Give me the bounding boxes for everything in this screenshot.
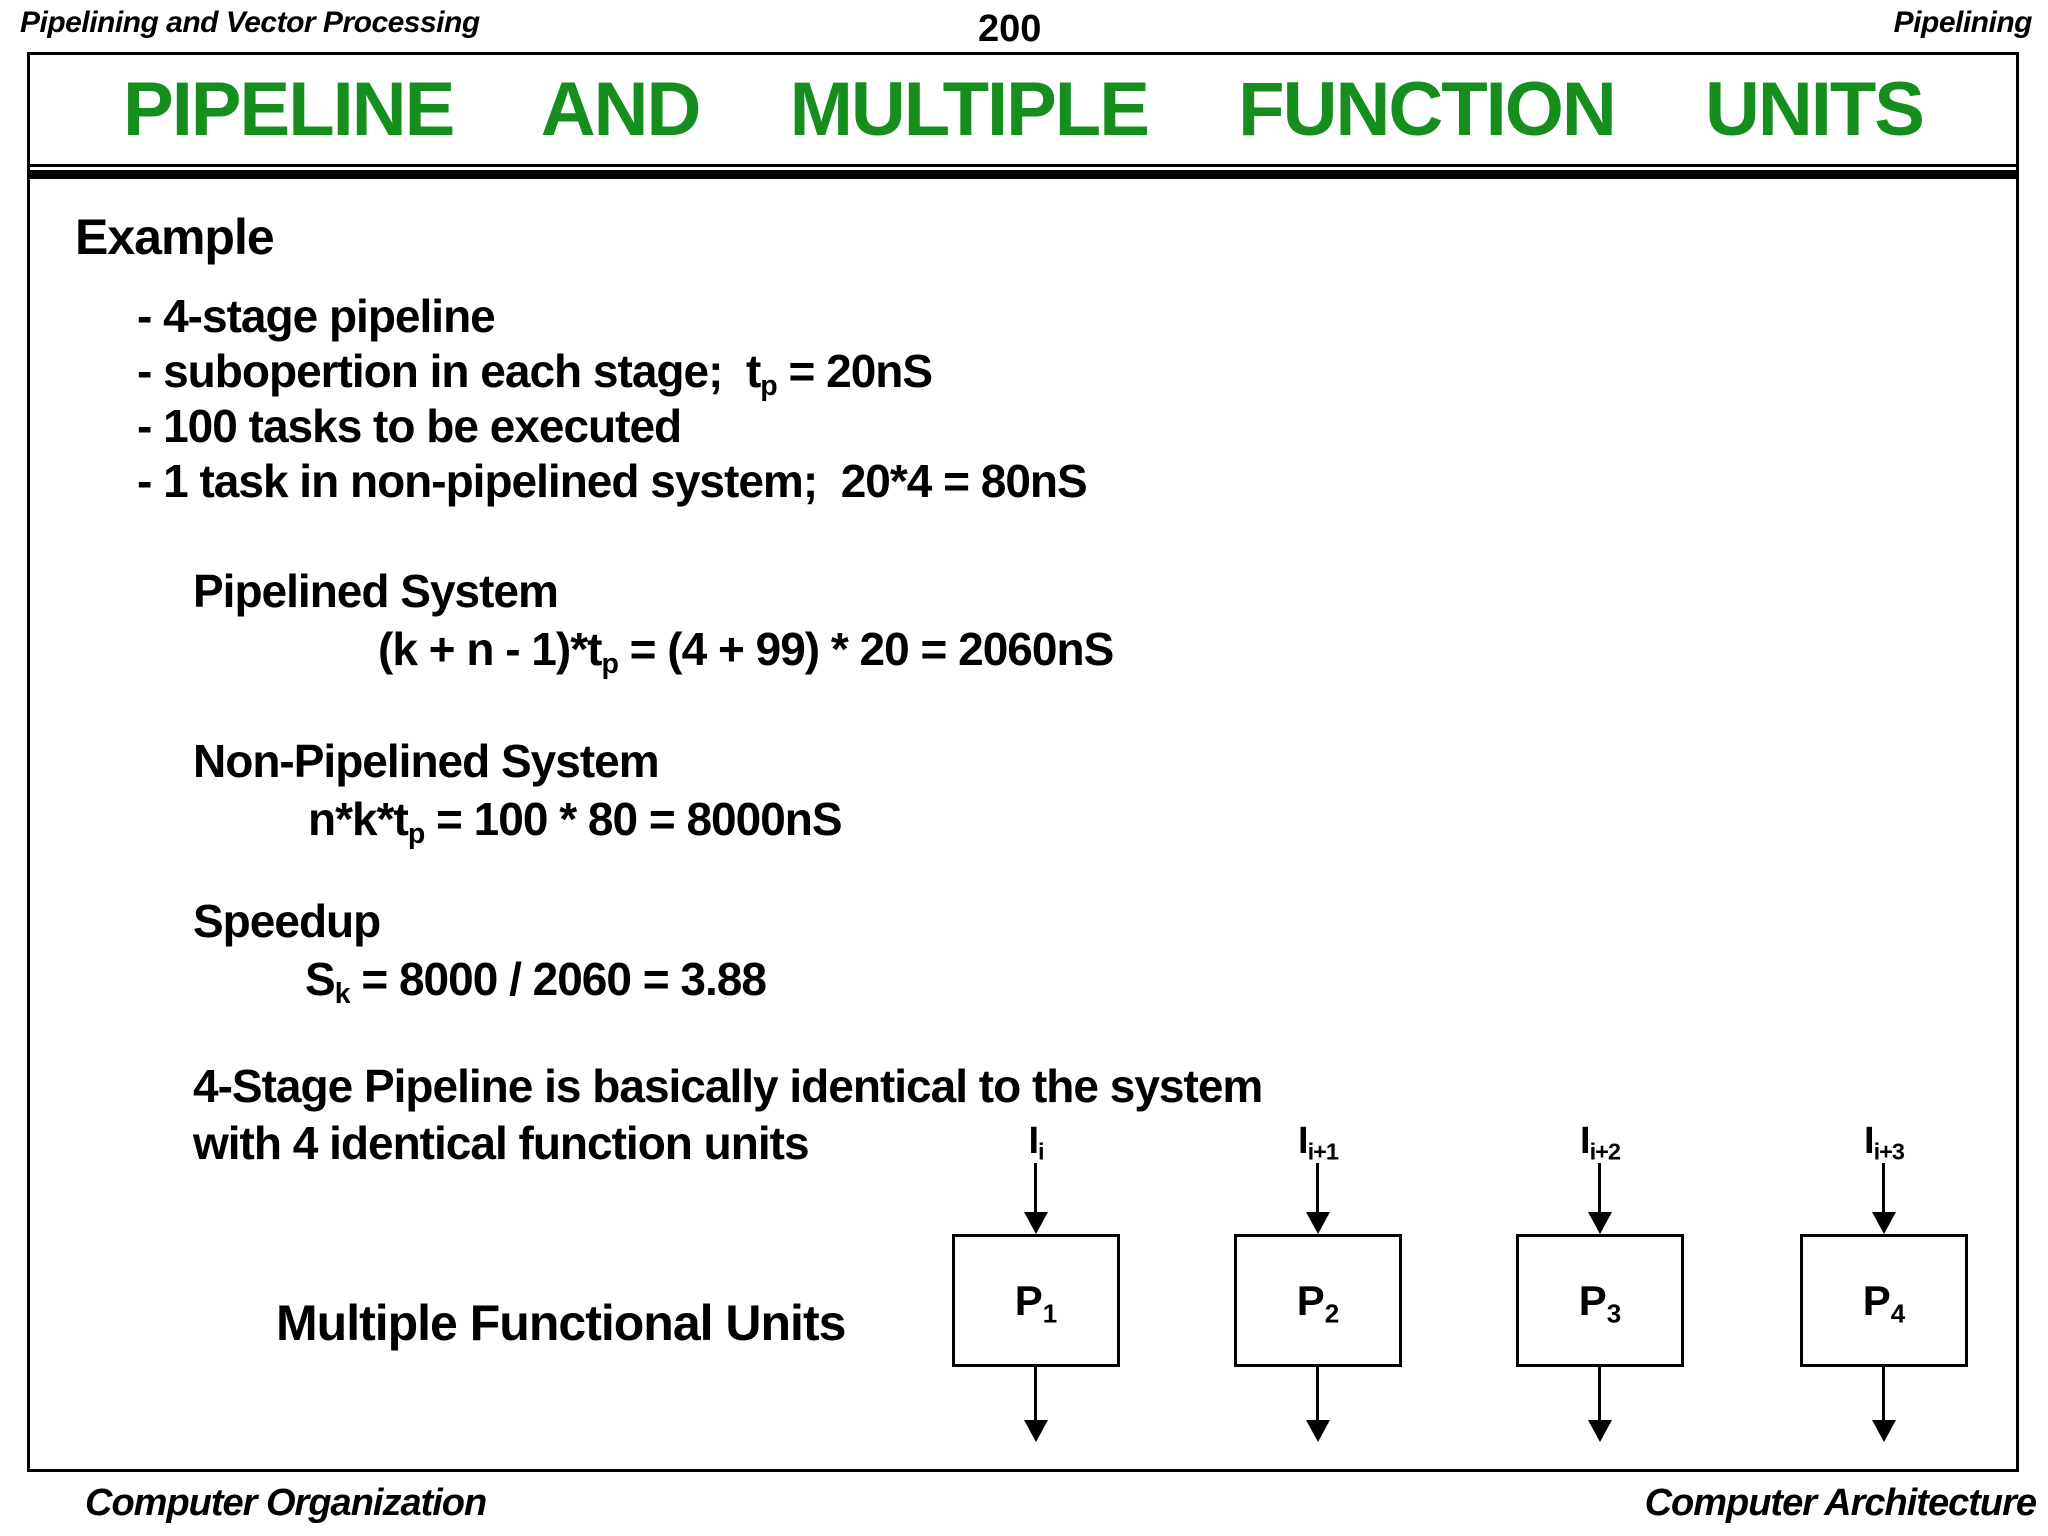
input-label-sub: i+1	[1307, 1138, 1339, 1165]
input-label-sub: i+2	[1589, 1138, 1621, 1165]
unit-box-label: P1	[1014, 1276, 1058, 1328]
input-label-main: I	[1580, 1120, 1591, 1162]
formula-post: = (4 + 99) * 20 = 2060nS	[617, 623, 1115, 675]
input-arrow-line	[1316, 1163, 1319, 1213]
header-chapter: Pipelining	[1893, 6, 2033, 39]
box-label-sub: 3	[1606, 1297, 1622, 1328]
bullet-sub: p	[760, 369, 777, 402]
unit-box-label: P4	[1862, 1276, 1906, 1328]
input-arrowhead	[1588, 1212, 1612, 1234]
diagram-caption: Multiple Functional Units	[276, 1295, 846, 1351]
section-heading-nonpipelined: Non-Pipelined System	[193, 735, 660, 787]
box-label-main: P	[1862, 1276, 1891, 1324]
output-arrowhead	[1872, 1420, 1896, 1442]
input-arrow-line	[1034, 1163, 1037, 1213]
formula-sub: p	[601, 647, 618, 680]
formula-speedup: Sk = 8000 / 2060 = 3.88	[305, 953, 767, 1008]
unit-input-label: Ii+3	[1814, 1120, 1954, 1163]
header-course-title: Pipelining and Vector Processing	[20, 6, 480, 39]
unit-box-label: P3	[1578, 1276, 1622, 1328]
formula-pre: S	[305, 953, 336, 1005]
input-arrow-line	[1882, 1163, 1885, 1213]
box-label-sub: 1	[1042, 1297, 1058, 1328]
output-arrowhead	[1588, 1420, 1612, 1442]
title-divider-rule	[30, 170, 2016, 179]
box-label-sub: 2	[1324, 1297, 1340, 1328]
page-title: PIPELINE AND MULTIPLE FUNCTION UNITS	[123, 67, 1925, 152]
output-arrow-line	[1882, 1367, 1885, 1420]
input-arrowhead	[1872, 1212, 1896, 1234]
example-heading: Example	[75, 209, 275, 265]
output-arrow-line	[1598, 1367, 1601, 1420]
input-label-main: I	[1298, 1120, 1309, 1162]
formula-sub: k	[334, 977, 351, 1010]
formula-sub: p	[407, 817, 425, 850]
section-heading-pipelined: Pipelined System	[193, 565, 559, 617]
function-unit-box: P3	[1516, 1234, 1684, 1367]
unit-input-label: Ii+2	[1530, 1120, 1670, 1163]
box-label-main: P	[1014, 1276, 1043, 1324]
bullet-text: - 1 task in non-pipelined system; 20*4 =…	[137, 455, 1088, 507]
formula-post: = 8000 / 2060 = 3.88	[349, 953, 767, 1005]
input-arrow-line	[1598, 1163, 1601, 1213]
input-arrowhead	[1024, 1212, 1048, 1234]
bullet-text: - 4-stage pipeline	[137, 290, 496, 342]
formula-pre: (k + n - 1)*t	[378, 623, 602, 675]
section-heading-speedup: Speedup	[193, 895, 381, 947]
header-page-number: 200	[978, 8, 1042, 50]
function-unit-box: P1	[952, 1234, 1120, 1367]
output-arrowhead	[1306, 1420, 1330, 1442]
formula-post: = 100 * 80 = 8000nS	[424, 793, 843, 845]
footer-left: Computer Organization	[85, 1482, 487, 1524]
title-band: PIPELINE AND MULTIPLE FUNCTION UNITS	[30, 55, 2016, 167]
content-frame: PIPELINE AND MULTIPLE FUNCTION UNITS	[27, 52, 2019, 1472]
input-label-sub: i+3	[1873, 1138, 1905, 1165]
unit-input-label: Ii	[966, 1120, 1106, 1163]
bullet-line: - 100 tasks to be executed	[137, 400, 682, 452]
note-line-1: 4-Stage Pipeline is basically identical …	[193, 1060, 1263, 1112]
formula-pipelined: (k + n - 1)*tp = (4 + 99) * 20 = 2060nS	[378, 623, 1115, 678]
bullet-line: - 1 task in non-pipelined system; 20*4 =…	[137, 455, 1088, 507]
formula-nonpipelined: n*k*tp = 100 * 80 = 8000nS	[308, 793, 843, 848]
bullet-line: - subopertion in each stage; tp = 20nS	[137, 345, 933, 400]
box-label-sub: 4	[1890, 1297, 1906, 1328]
unit-box-label: P2	[1296, 1276, 1340, 1328]
function-unit-box: P4	[1800, 1234, 1968, 1367]
output-arrow-line	[1034, 1367, 1037, 1420]
input-label-sub: i	[1038, 1138, 1044, 1165]
bullet-text: - subopertion in each stage; t	[137, 345, 761, 397]
output-arrowhead	[1024, 1420, 1048, 1442]
input-label-main: I	[1864, 1120, 1875, 1162]
unit-input-label: Ii+1	[1248, 1120, 1388, 1163]
bullet-line: - 4-stage pipeline	[137, 290, 496, 342]
note-line-2: with 4 identical function units	[193, 1117, 810, 1169]
box-label-main: P	[1296, 1276, 1325, 1324]
function-unit-box: P2	[1234, 1234, 1402, 1367]
footer-right: Computer Architecture	[1644, 1482, 2037, 1524]
box-label-main: P	[1578, 1276, 1607, 1324]
input-label-main: I	[1028, 1120, 1039, 1162]
bullet-text: - 100 tasks to be executed	[137, 400, 682, 452]
input-arrowhead	[1306, 1212, 1330, 1234]
bullet-text-post: = 20nS	[776, 345, 933, 397]
output-arrow-line	[1316, 1367, 1319, 1420]
formula-pre: n*k*t	[308, 793, 409, 845]
